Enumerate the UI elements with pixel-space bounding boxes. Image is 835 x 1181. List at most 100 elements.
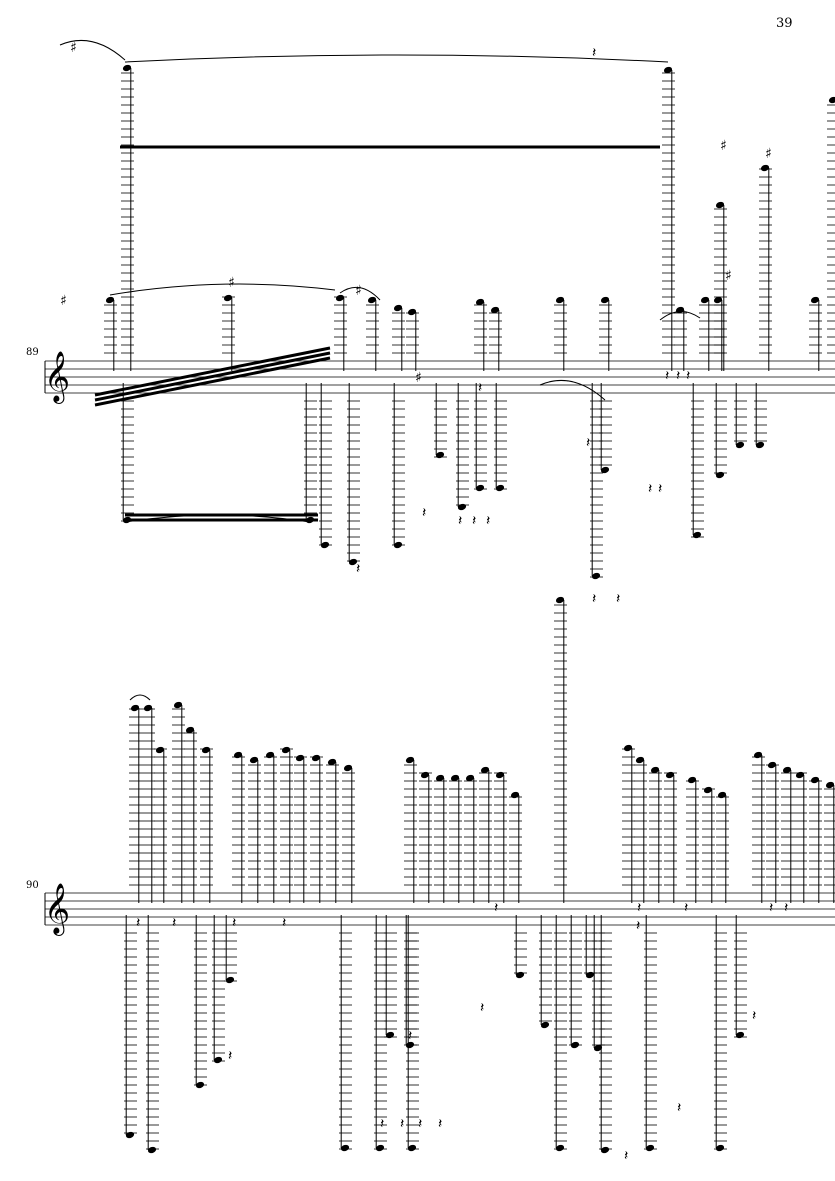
note-head [795,771,805,779]
note-head [570,1041,580,1049]
quarter-rest-icon: 𝄽 [478,380,482,396]
quarter-rest-icon: 𝄽 [684,900,688,916]
note-head [195,1081,205,1089]
note-head [623,744,633,752]
note-head [465,774,475,782]
note-head [585,971,595,979]
quarter-rest-icon: 𝄽 [458,513,462,529]
quarter-rest-icon: 𝄽 [380,1116,384,1132]
treble-clef-icon: 𝄞 [44,883,70,936]
note-head [735,1031,745,1039]
page-number: 39 [776,16,793,31]
sharp-icon: ♯ [228,275,235,291]
slur [659,311,701,321]
treble-clef-icon: 𝄞 [44,351,70,404]
note-head [703,786,713,794]
note-head [593,1044,603,1052]
note-head [385,1031,395,1039]
note-head [515,971,525,979]
note-head [173,701,183,709]
beam [94,346,331,397]
quarter-rest-icon: 𝄽 [356,561,360,577]
note-head [810,296,820,304]
slur [539,379,606,401]
note-head [143,704,153,712]
note-head [713,296,723,304]
note-head [147,1146,157,1154]
note-head [700,296,710,304]
sharp-icon: ♯ [70,40,77,56]
measure-number-system-1: 89 [26,347,39,358]
sharp-icon: ♯ [765,146,772,162]
note-head [600,466,610,474]
note-head [717,791,727,799]
note-head [767,761,777,769]
quarter-rest-icon: 𝄽 [486,513,490,529]
tie [129,694,151,701]
note-head [223,294,233,302]
note-head [249,756,259,764]
quarter-rest-icon: 𝄽 [228,1048,232,1064]
note-head [555,296,565,304]
quarter-rest-icon: 𝄽 [438,1116,442,1132]
note-head [201,746,211,754]
quarter-rest-icon: 𝄽 [418,1116,422,1132]
note-head [420,771,430,779]
quarter-rest-icon: 𝄽 [422,505,426,521]
note-head [540,1021,550,1029]
note-head [635,756,645,764]
quarter-rest-icon: 𝄽 [472,513,476,529]
quarter-rest-icon: 𝄽 [686,368,690,384]
note-head [367,296,377,304]
beam [94,356,331,407]
quarter-rest-icon: 𝄽 [232,915,236,931]
note-head [753,751,763,759]
slur [124,514,311,523]
note-head [480,766,490,774]
note-head [457,503,467,511]
sharp-icon: ♯ [725,268,732,284]
slur [339,286,381,301]
note-head [495,771,505,779]
note-head [555,596,565,604]
note-head [475,298,485,306]
note-head [265,751,275,759]
note-head [233,751,243,759]
note-head [825,781,835,789]
note-head [600,1146,610,1154]
note-head [692,531,702,539]
quarter-rest-icon: 𝄽 [282,915,286,931]
note-head [405,1041,415,1049]
slur [109,283,336,296]
sharp-icon: ♯ [720,138,727,154]
quarter-rest-icon: 𝄽 [752,1008,756,1024]
note-head [375,1144,385,1152]
quarter-rest-icon: 𝄽 [592,45,596,61]
quarter-rest-icon: 𝄽 [494,900,498,916]
note-head [311,754,321,762]
quarter-rest-icon: 𝄽 [677,1100,681,1116]
note-head [650,766,660,774]
quarter-rest-icon: 𝄽 [665,368,669,384]
note-head [155,746,165,754]
note-head [490,306,500,314]
sharp-icon: ♯ [355,283,362,299]
quarter-rest-icon: 𝄽 [480,1000,484,1016]
note-head [335,294,345,302]
quarter-rest-icon: 𝄽 [586,435,590,451]
slur [124,54,669,63]
note-head [405,756,415,764]
quarter-rest-icon: 𝄽 [648,481,652,497]
note-head [510,791,520,799]
quarter-rest-icon: 𝄽 [658,481,662,497]
quarter-rest-icon: 𝄽 [400,1116,404,1132]
note-head [348,558,358,566]
note-head [715,1144,725,1152]
quarter-rest-icon: 𝄽 [408,1028,412,1044]
note-head [435,451,445,459]
note-head [591,572,601,580]
note-head [320,541,330,549]
note-head [555,1144,565,1152]
note-head [213,1056,223,1064]
note-head [715,471,725,479]
